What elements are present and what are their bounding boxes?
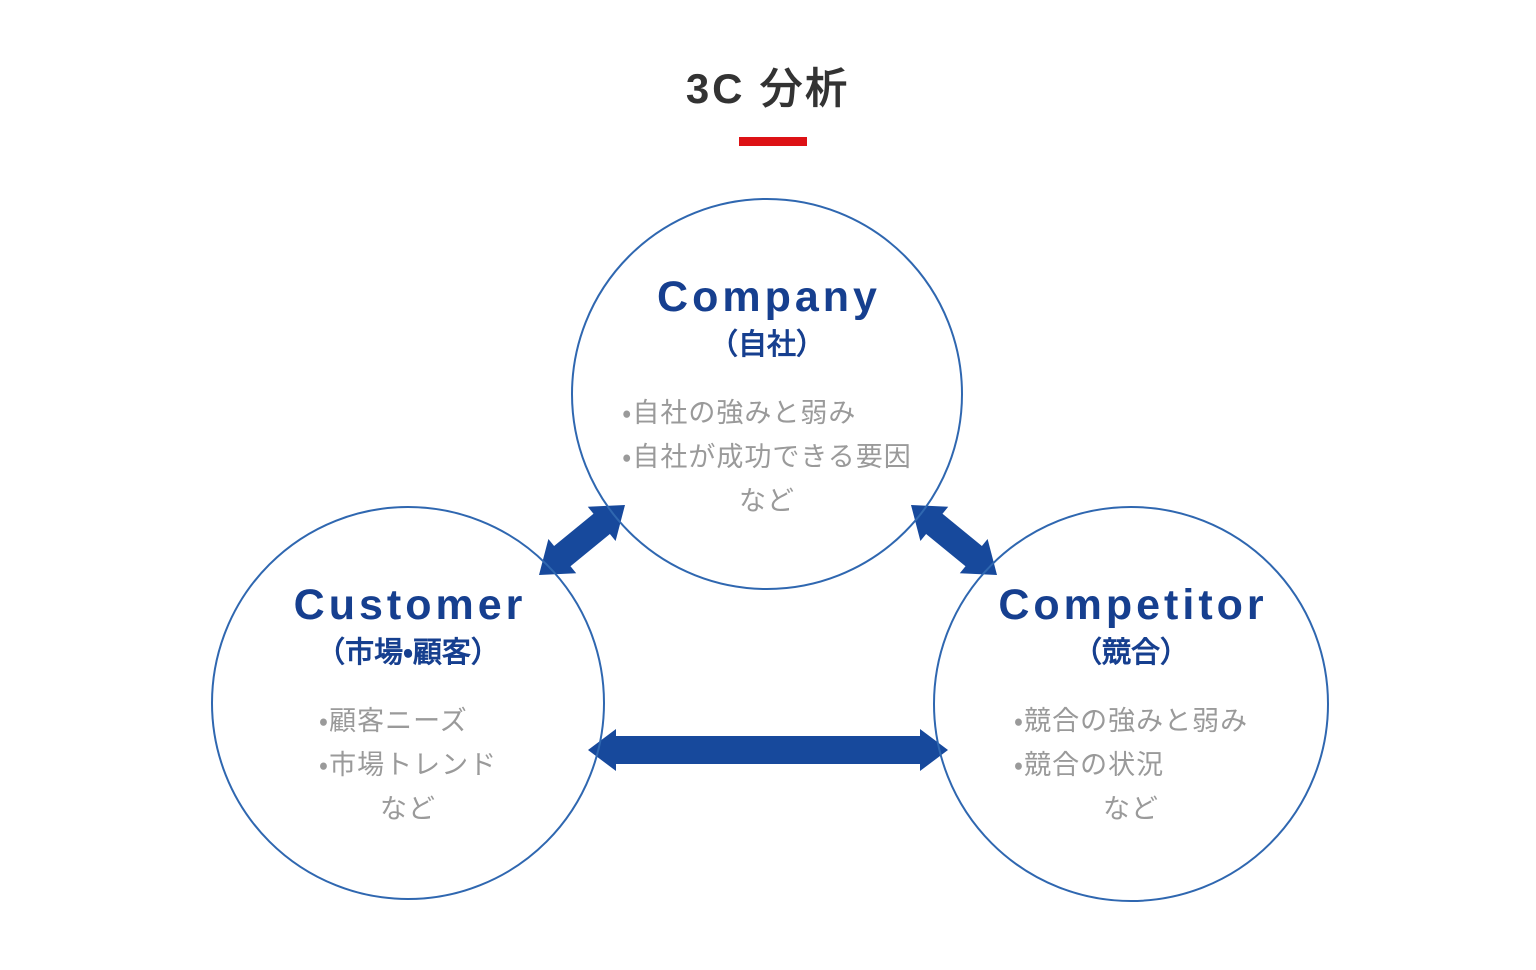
circle-competitor: Competitor （競合） ・競合の強みと弱み ・競合の状況 など: [933, 506, 1329, 902]
page-title: 3C 分析: [685, 65, 851, 112]
customer-subheading: （市場・顧客）: [316, 637, 500, 669]
company-subheading: （自社）: [708, 329, 825, 361]
customer-competitor-double-arrow-icon: [588, 729, 948, 771]
customer-bullets: ・顧客ニーズ ・市場トレンド: [319, 699, 497, 787]
competitor-bullet: ・競合の状況: [1013, 749, 1165, 780]
company-bullet: ・自社が成功できる要因: [622, 441, 912, 472]
customer-heading: Customer: [293, 581, 527, 629]
company-bullets: ・自社の強みと弱み ・自社が成功できる要因: [622, 391, 912, 479]
title-underline-bar: [739, 137, 807, 146]
circle-customer: Customer （市場・顧客） ・顧客ニーズ ・市場トレンド など: [211, 506, 605, 900]
competitor-bullets: ・競合の強みと弱み ・競合の状況: [1014, 699, 1248, 787]
competitor-subheading: （競合）: [1072, 637, 1189, 669]
company-bullet: ・自社の強みと弱み: [622, 397, 857, 428]
customer-bullet: ・顧客ニーズ: [318, 705, 468, 736]
company-etc: など: [739, 485, 795, 516]
customer-bullet: ・市場トレンド: [318, 749, 498, 780]
competitor-heading: Competitor: [998, 581, 1268, 629]
customer-etc: など: [380, 793, 436, 824]
competitor-bullet: ・競合の強みと弱み: [1013, 705, 1249, 736]
company-heading: Company: [657, 273, 881, 321]
competitor-etc: など: [1103, 793, 1159, 824]
circle-company: Company （自社） ・自社の強みと弱み ・自社が成功できる要因 など: [571, 198, 963, 590]
